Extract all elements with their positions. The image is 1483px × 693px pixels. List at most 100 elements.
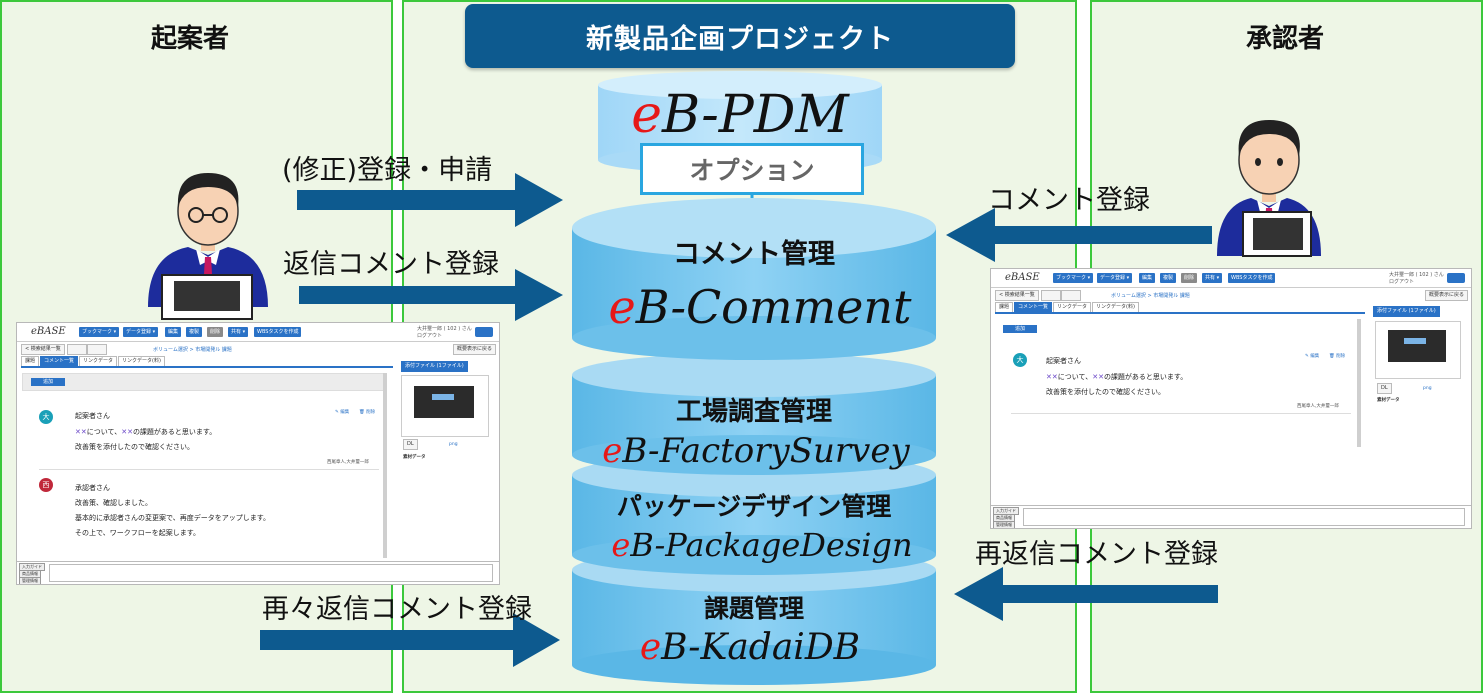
attachment-thumbnail[interactable] [1375, 321, 1461, 379]
package-cylinder [572, 453, 936, 575]
logout-link[interactable]: ログアウト [1389, 279, 1415, 285]
user-name: 大井璽一郎 ( 102 ) さん [417, 326, 472, 332]
user-name: 大井璽一郎 ( 102 ) さん [1389, 272, 1444, 278]
comment1-line1: ✕✕について、✕✕の課題があると思います。 [75, 428, 217, 436]
prev-icon[interactable] [67, 344, 87, 355]
comment1-author: 起案者さん [1046, 357, 1081, 365]
kadai-logo: eB-KadaiDB [640, 627, 860, 668]
avatar: 大 [1013, 353, 1027, 367]
avatar: 大 [39, 410, 53, 424]
scrollbar[interactable] [1357, 319, 1361, 447]
delete-button[interactable]: 削除 [1181, 273, 1198, 283]
label-reply-again: 再返信コメント登録 [975, 539, 1218, 570]
management-info-tab[interactable]: 管理情報 [19, 577, 41, 584]
breadcrumb[interactable]: ボリューム選択 > 市場開発ル 課題 [153, 347, 232, 353]
back-to-results[interactable]: < 検索結果一覧 [995, 290, 1039, 301]
data-register-button[interactable]: データ登録 ▾ [123, 327, 159, 337]
copy-button[interactable]: 複製 [186, 327, 203, 337]
arrow-rereply-comment [260, 613, 560, 667]
comment1-line1: ✕✕について、✕✕の課題があると思います。 [1046, 373, 1188, 381]
download-button[interactable]: DL [403, 439, 418, 450]
summary-button[interactable]: 概要表示に戻る [453, 344, 497, 355]
back-to-results[interactable]: < 検索結果一覧 [21, 344, 65, 355]
comment-delete-link[interactable]: 🗑 削除 [1329, 354, 1346, 359]
comment1-line2: 改善策を添付したので確認ください。 [1046, 388, 1165, 396]
summary-button[interactable]: 概要表示に戻る [1425, 290, 1469, 301]
copy-button[interactable]: 複製 [1160, 273, 1177, 283]
proposer-screenshot: eBASE ブックマーク ▾ データ登録 ▾ 編集 複製 削除 共有 ▾ WBS… [16, 322, 500, 585]
comment2-line1: 改善策、確認しました。 [75, 499, 152, 507]
comment-logo: eB-Comment [609, 280, 912, 334]
label-register-apply: (修正)登録・申請 [282, 155, 493, 186]
share-button[interactable]: 共有 ▾ [1202, 273, 1223, 283]
data-register-button[interactable]: データ登録 ▾ [1097, 273, 1133, 283]
arrows-left [946, 208, 1218, 621]
material-label: 素材データ [1377, 398, 1400, 403]
png-label: png [449, 442, 458, 447]
management-info-tab[interactable]: 管理情報 [993, 521, 1015, 528]
comment1-meta: 西尾章人,大井璽一郎 [327, 460, 369, 465]
scrollbar[interactable] [383, 373, 387, 558]
gear-icon[interactable] [475, 327, 493, 337]
pdm-logo: eB-PDM [631, 85, 850, 145]
comment2-line3: その上で、ワークフローを起案します。 [75, 529, 201, 537]
breadcrumb[interactable]: ボリューム選択 > 市場開発ル 課題 [1111, 293, 1190, 299]
avatar: 西 [39, 478, 53, 492]
add-comment-button[interactable]: 追加 [1003, 325, 1037, 333]
package-mgmt-label: パッケージデザイン管理 [617, 492, 892, 521]
download-button[interactable]: DL [1377, 383, 1392, 394]
ebase-logo: eBASE [31, 326, 66, 337]
package-logo: eB-PackageDesign [611, 526, 912, 564]
arrow-reply-again [954, 567, 1218, 621]
png-label: png [1423, 386, 1432, 391]
kadai-mgmt-label: 課題管理 [704, 594, 804, 623]
approver-person-icon [1217, 120, 1321, 257]
next-icon[interactable] [1061, 290, 1081, 301]
comment2-author: 承認者さん [75, 484, 110, 492]
option-box: オプション [640, 143, 864, 195]
material-label: 素材データ [403, 455, 426, 460]
arrow-reply-comment [299, 269, 563, 321]
prev-icon[interactable] [1041, 290, 1061, 301]
add-comment-button[interactable]: 追加 [31, 378, 65, 386]
tab-attachments[interactable]: 添付ファイル (1ファイル) [401, 361, 468, 372]
arrow-register-apply [297, 173, 563, 227]
bookmark-button[interactable]: ブックマーク ▾ [1053, 273, 1094, 283]
wbs-task-button[interactable]: WBSタスクを作成 [1228, 273, 1276, 283]
tab-attachments[interactable]: 添付ファイル (1ファイル) [1373, 306, 1440, 317]
arrow-comment-register [946, 208, 1212, 262]
label-reply-comment: 返信コメント登録 [283, 249, 499, 280]
comment-mgmt-label: コメント管理 [673, 239, 835, 270]
factory-mgmt-label: 工場調査管理 [676, 396, 832, 427]
comment2-line2: 基本的に承認者さんの変更案で、再度データをアップします。 [75, 514, 271, 522]
label-comment-register: コメント登録 [988, 185, 1150, 216]
attachment-thumbnail[interactable] [401, 375, 489, 437]
comment1-line2: 改善策を添付したので確認ください。 [75, 443, 194, 451]
edit-button[interactable]: 編集 [165, 327, 182, 337]
comment-delete-link[interactable]: 🗑 削除 [359, 410, 376, 415]
proposer-person-icon [148, 173, 268, 320]
project-title: 新製品企画プロジェクト [465, 4, 1015, 68]
gear-icon[interactable] [1447, 273, 1465, 283]
factory-logo: eB-FactorySurvey [602, 431, 910, 471]
logout-link[interactable]: ログアウト [417, 333, 443, 339]
comment-cylinder [572, 198, 936, 360]
bookmark-button[interactable]: ブックマーク ▾ [79, 327, 120, 337]
share-button[interactable]: 共有 ▾ [228, 327, 249, 337]
comment1-meta: 西尾章人,大井璽一郎 [1297, 404, 1339, 409]
wbs-task-button[interactable]: WBSタスクを作成 [254, 327, 302, 337]
comment-edit-link[interactable]: ✎ 編集 [335, 410, 350, 415]
proposer-title: 起案者 [150, 24, 229, 54]
edit-button[interactable]: 編集 [1139, 273, 1156, 283]
comment-edit-link[interactable]: ✎ 編集 [1305, 354, 1320, 359]
approver-title: 承認者 [1245, 24, 1324, 54]
factory-cylinder [572, 353, 936, 475]
delete-button[interactable]: 削除 [207, 327, 224, 337]
ebase-logo: eBASE [1005, 272, 1040, 283]
arrows-right [260, 173, 563, 667]
approver-screenshot: eBASE ブックマーク ▾ データ登録 ▾ 編集 複製 削除 共有 ▾ WBS… [990, 268, 1472, 529]
next-icon[interactable] [87, 344, 107, 355]
label-rereply-comment: 再々返信コメント登録 [262, 594, 532, 625]
comment1-author: 起案者さん [75, 412, 110, 420]
